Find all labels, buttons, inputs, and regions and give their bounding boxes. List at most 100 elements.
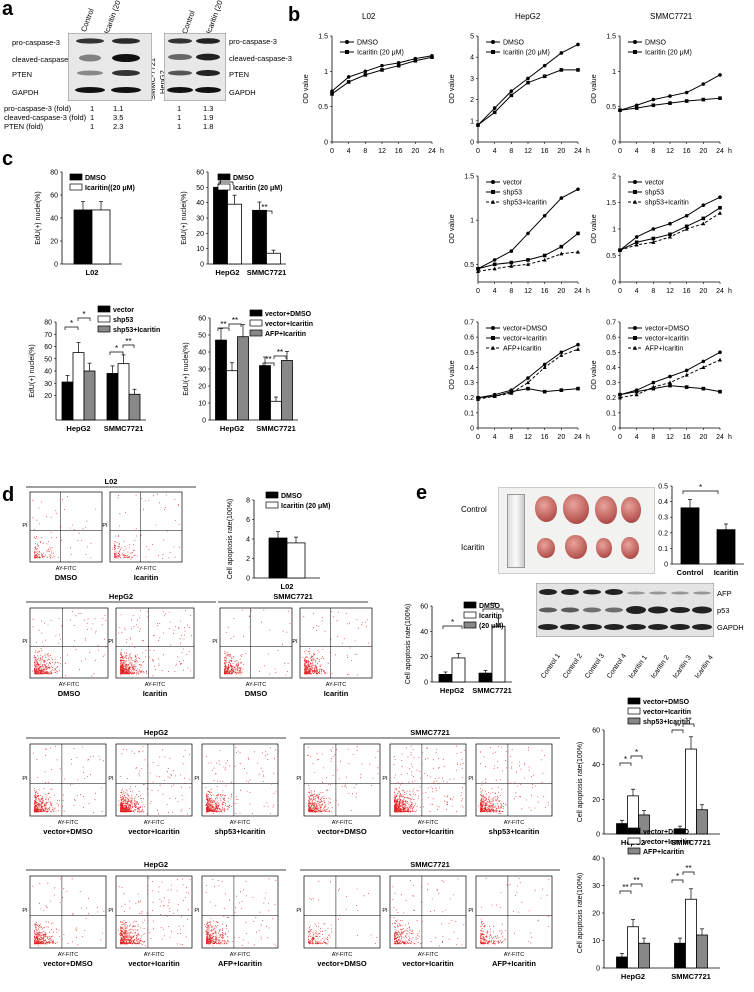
x-tick-label: 24 — [574, 288, 582, 295]
legend-swatch — [463, 601, 477, 609]
data-point — [476, 266, 480, 271]
significance-star: ** — [674, 722, 680, 731]
fold-value: 1 — [90, 122, 95, 131]
data-point — [526, 80, 530, 85]
y-tick-label: 1 — [324, 69, 328, 76]
flow-events — [392, 878, 465, 947]
data-point — [576, 42, 580, 47]
fold-value: 1 — [177, 104, 182, 113]
data-point — [634, 235, 639, 239]
y-tick-label: 0.1 — [658, 546, 668, 553]
y-tick-label: 0.4 — [606, 365, 616, 372]
legend-label: DMSO — [645, 40, 667, 47]
y-tick-label: 0 — [246, 576, 250, 583]
flow-events — [118, 746, 191, 815]
y-tick-label: 0.5 — [606, 104, 616, 111]
data-point — [618, 392, 622, 397]
legend-label: AFP+Icaritin — [265, 331, 306, 338]
data-point — [492, 106, 497, 110]
flow-condition-label: shp53+Icaritin — [215, 827, 266, 836]
y-tick-label: 0.5 — [318, 104, 328, 111]
significance-star: ** — [685, 716, 691, 725]
x-unit-label: h — [728, 288, 732, 295]
x-tick-label: 16 — [395, 148, 403, 155]
y-tick-label: 0.5 — [464, 350, 474, 357]
x-tick-label: 4 — [347, 148, 351, 155]
y-axis-label: EdU(+) nuclei(%) — [183, 342, 190, 396]
flow-plot-frame — [29, 607, 109, 679]
flow-x-axis-label: AY-FITC — [418, 952, 439, 958]
y-tick-label: 40 — [592, 856, 600, 863]
x-unit-label: h — [728, 148, 732, 155]
data-point — [668, 101, 672, 105]
x-tick-label: 16 — [541, 434, 549, 441]
data-point — [618, 248, 622, 252]
y-tick-label: 30 — [592, 883, 600, 890]
flow-y-axis-label: PI — [382, 908, 388, 914]
data-point — [576, 386, 580, 391]
flow-condition-label: vector+DMSO — [43, 827, 93, 836]
legend-swatch — [463, 611, 477, 619]
y-tick-label: 0.2 — [464, 395, 474, 402]
legend-label: shp53+Icaritin — [503, 200, 547, 207]
flow-events — [302, 611, 369, 676]
wb-row-label: cleaved-caspase-3 — [229, 54, 292, 63]
x-tick-label: 0 — [330, 148, 334, 155]
flow-y-axis-label: PI — [102, 523, 108, 529]
x-tick-label: 20 — [557, 148, 565, 155]
significance-star: * — [82, 310, 85, 319]
data-point — [684, 213, 689, 218]
flow-condition-label: vector+DMSO — [317, 827, 367, 836]
data-point — [542, 389, 547, 394]
flow-condition-label: vector+Icaritin — [128, 827, 180, 836]
data-point — [718, 195, 722, 199]
flow-y-axis-label: PI — [292, 639, 298, 645]
flow-x-axis-label: AY-FITC — [230, 952, 251, 958]
significance-bracket — [256, 210, 273, 214]
data-point — [668, 94, 672, 98]
x-tick-label: 8 — [509, 148, 513, 155]
flow-condition-label: Icaritin — [324, 689, 349, 698]
y-tick-label: 20 — [196, 231, 204, 238]
y-tick-label: 0.4 — [464, 365, 474, 372]
data-point — [701, 216, 706, 221]
legend-label: vector+DMSO — [645, 326, 690, 333]
y-tick-label: 0 — [596, 832, 600, 839]
flow-y-axis-label: PI — [108, 908, 114, 914]
data-point — [396, 63, 401, 68]
flow-events — [393, 745, 465, 813]
legend-label: shp53 — [113, 317, 133, 324]
tumor-photo — [498, 487, 655, 574]
significance-star: * — [635, 748, 638, 757]
b-col-title-hepg2: HepG2 — [515, 12, 541, 21]
flow-group-title: HepG2 — [109, 592, 133, 601]
fold-value: 2.3 — [113, 122, 124, 131]
flow-events — [33, 745, 104, 814]
flow-x-axis-label: AY-FITC — [332, 820, 353, 826]
significance-bracket — [217, 327, 230, 331]
data-point — [559, 350, 564, 355]
significance-star: ** — [277, 348, 283, 357]
x-tick-label: 4 — [635, 288, 639, 295]
y-tick-label: 0.5 — [606, 253, 616, 260]
legend-swatch — [463, 621, 477, 629]
significance-star: * — [70, 319, 73, 328]
tumor — [595, 496, 617, 524]
flow-plot-frame — [475, 875, 553, 949]
legend-label: Icaritin (20 μM) — [645, 50, 692, 57]
legend-label: vector+Icaritin — [645, 336, 689, 343]
flow-events — [204, 746, 277, 814]
x-unit-label: h — [586, 434, 590, 441]
y-tick-label: 0 — [612, 140, 616, 147]
data-point — [651, 97, 656, 102]
flow-plot-frame — [29, 491, 103, 563]
data-point — [651, 103, 656, 108]
data-point — [526, 380, 530, 385]
legend-label: vector+DMSO — [503, 326, 548, 333]
x-tick-label: 0 — [618, 288, 622, 295]
flow-x-axis-label: AY-FITC — [59, 682, 80, 688]
flow-events — [32, 495, 97, 559]
data-point — [634, 103, 639, 108]
